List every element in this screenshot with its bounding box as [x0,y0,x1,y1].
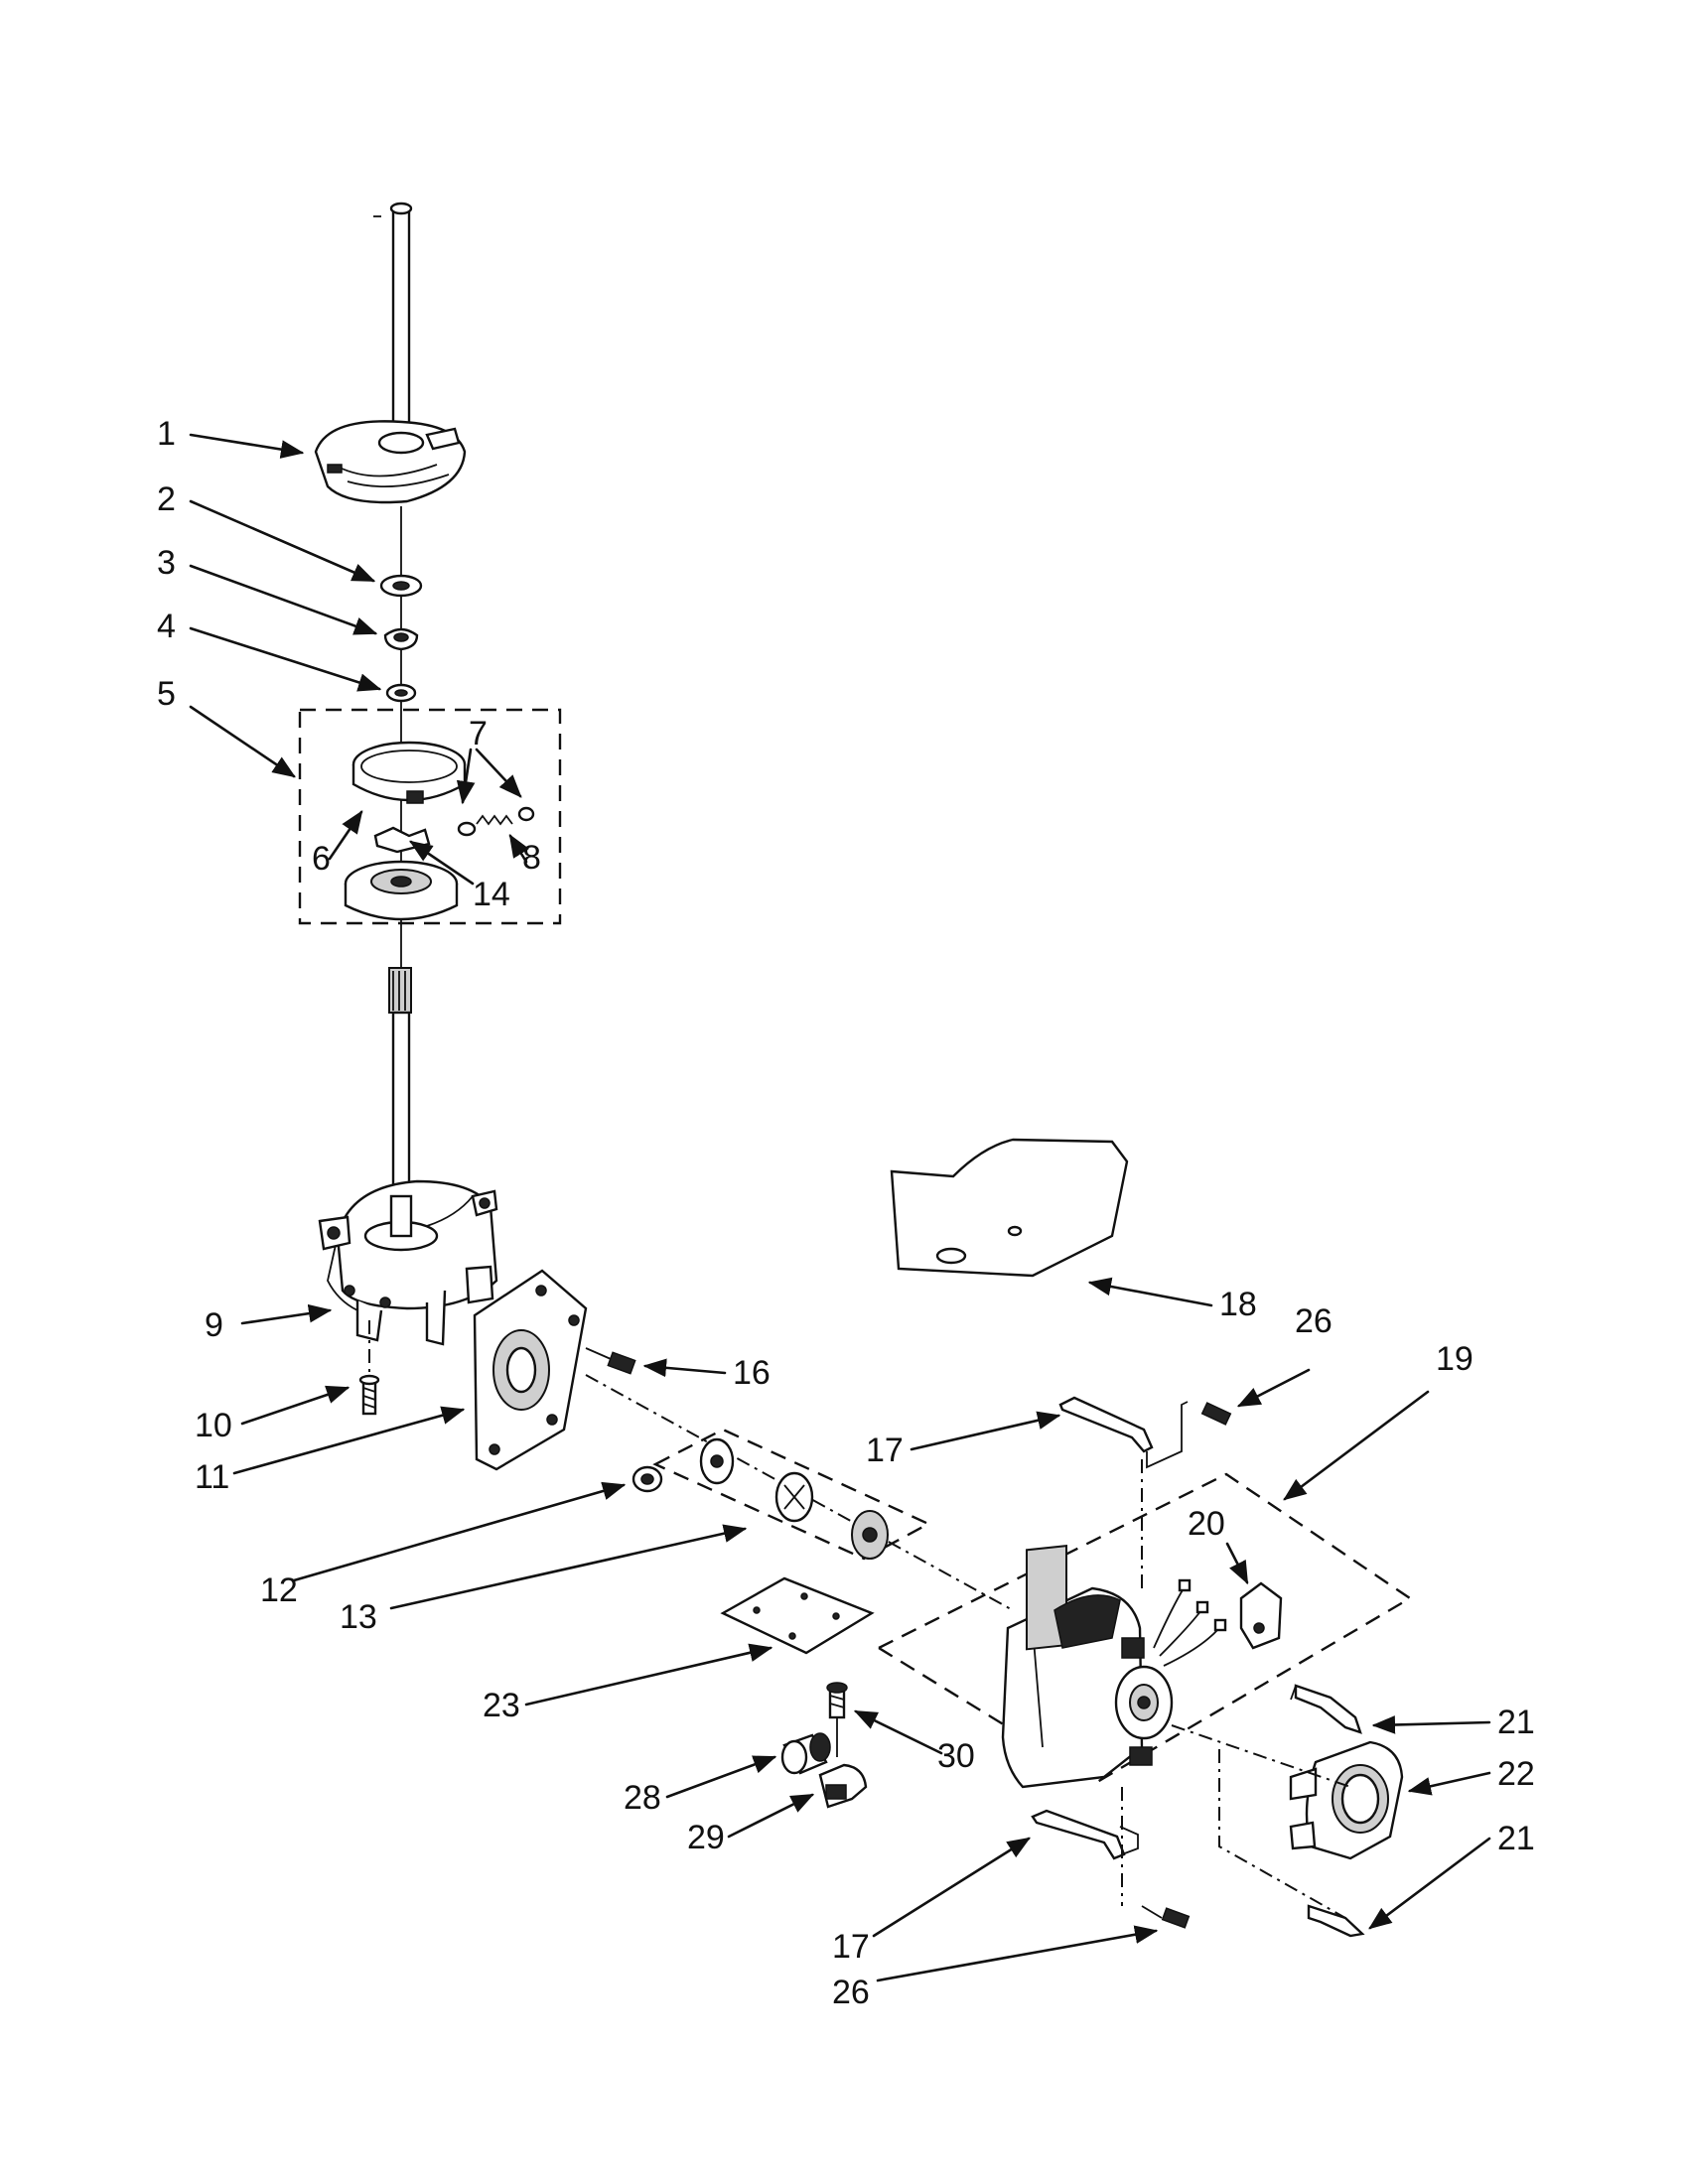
leader-lines [189,433,1491,1982]
label-2: 2 [157,480,176,518]
coupling-part-c [851,1510,889,1560]
part-6-brake-band [351,741,467,804]
part-23-pad [720,1576,875,1655]
motor-wires [1153,1578,1227,1667]
lower-clip-axis [1218,1749,1346,1919]
label-12: 12 [260,1571,298,1609]
part-1-cam-plate [314,420,467,504]
part-20-switch [1239,1581,1283,1650]
label-10: 10 [195,1407,232,1444]
coupling-assembly-13-boundary [652,1428,931,1561]
assembly-5-boundary [298,708,562,925]
part-2-washer [379,574,423,598]
label-5: 5 [157,675,176,713]
part-3-clip [383,627,419,651]
part-26-upper-screw [1200,1402,1232,1426]
part-16-bolt [585,1347,636,1375]
label-26-upper: 26 [1295,1302,1333,1340]
part-21-lower-clip [1307,1904,1365,1938]
label-17-lower: 17 [832,1928,870,1966]
label-20: 20 [1188,1505,1225,1543]
part-7-8-spring [457,806,535,837]
label-23: 23 [483,1687,520,1724]
label-21-upper: 21 [1497,1704,1535,1741]
label-7: 7 [469,715,488,752]
motor-body [1001,1545,1174,1789]
coupling-part-a [699,1437,735,1485]
part-17-upper-clip [1058,1396,1189,1469]
part-17-lower-clip [1031,1809,1139,1860]
part-10-screw [358,1320,380,1416]
part-9-gearcase [318,1179,498,1346]
label-21-lower: 21 [1497,1820,1535,1857]
label-8: 8 [522,839,541,877]
coupling-part-b [774,1471,814,1523]
label-22: 22 [1497,1755,1535,1793]
label-1: 1 [157,415,176,453]
label-3: 3 [157,544,176,582]
label-18: 18 [1219,1286,1257,1323]
label-17-upper: 17 [866,1432,904,1469]
label-4: 4 [157,608,176,645]
part-29-clamp [818,1763,868,1809]
label-26-lower: 26 [832,1974,870,2011]
label-16: 16 [733,1354,771,1392]
part-21-upper-clip [1290,1684,1362,1734]
part-18-shield [890,1138,1129,1278]
label-14: 14 [473,876,510,913]
label-30: 30 [937,1737,975,1775]
label-29: 29 [687,1819,725,1856]
label-9: 9 [205,1306,223,1344]
brake-hub [344,860,459,921]
label-13: 13 [340,1598,377,1636]
part-30-screw [826,1682,848,1757]
agitator-shaft-lower [388,967,412,1228]
cover-axis-line [1171,1724,1351,1788]
label-11: 11 [195,1458,229,1496]
label-6: 6 [312,840,331,878]
label-19: 19 [1436,1340,1474,1378]
part-22-end-cover [1289,1740,1404,1860]
part-11-mounting-plate [473,1269,588,1471]
part-4-retaining-ring [385,683,417,703]
part-28-bushing [780,1732,831,1775]
label-28: 28 [624,1779,661,1817]
agitator-shaft-upper [373,202,413,437]
motor-assembly-19-boundary [876,1472,1413,1784]
part-26-lower-screw [1141,1905,1191,1929]
part-12-nut [632,1465,663,1493]
part-labels: 1 2 3 4 5 6 7 8 9 10 11 12 13 14 16 17 1… [157,415,1535,2011]
